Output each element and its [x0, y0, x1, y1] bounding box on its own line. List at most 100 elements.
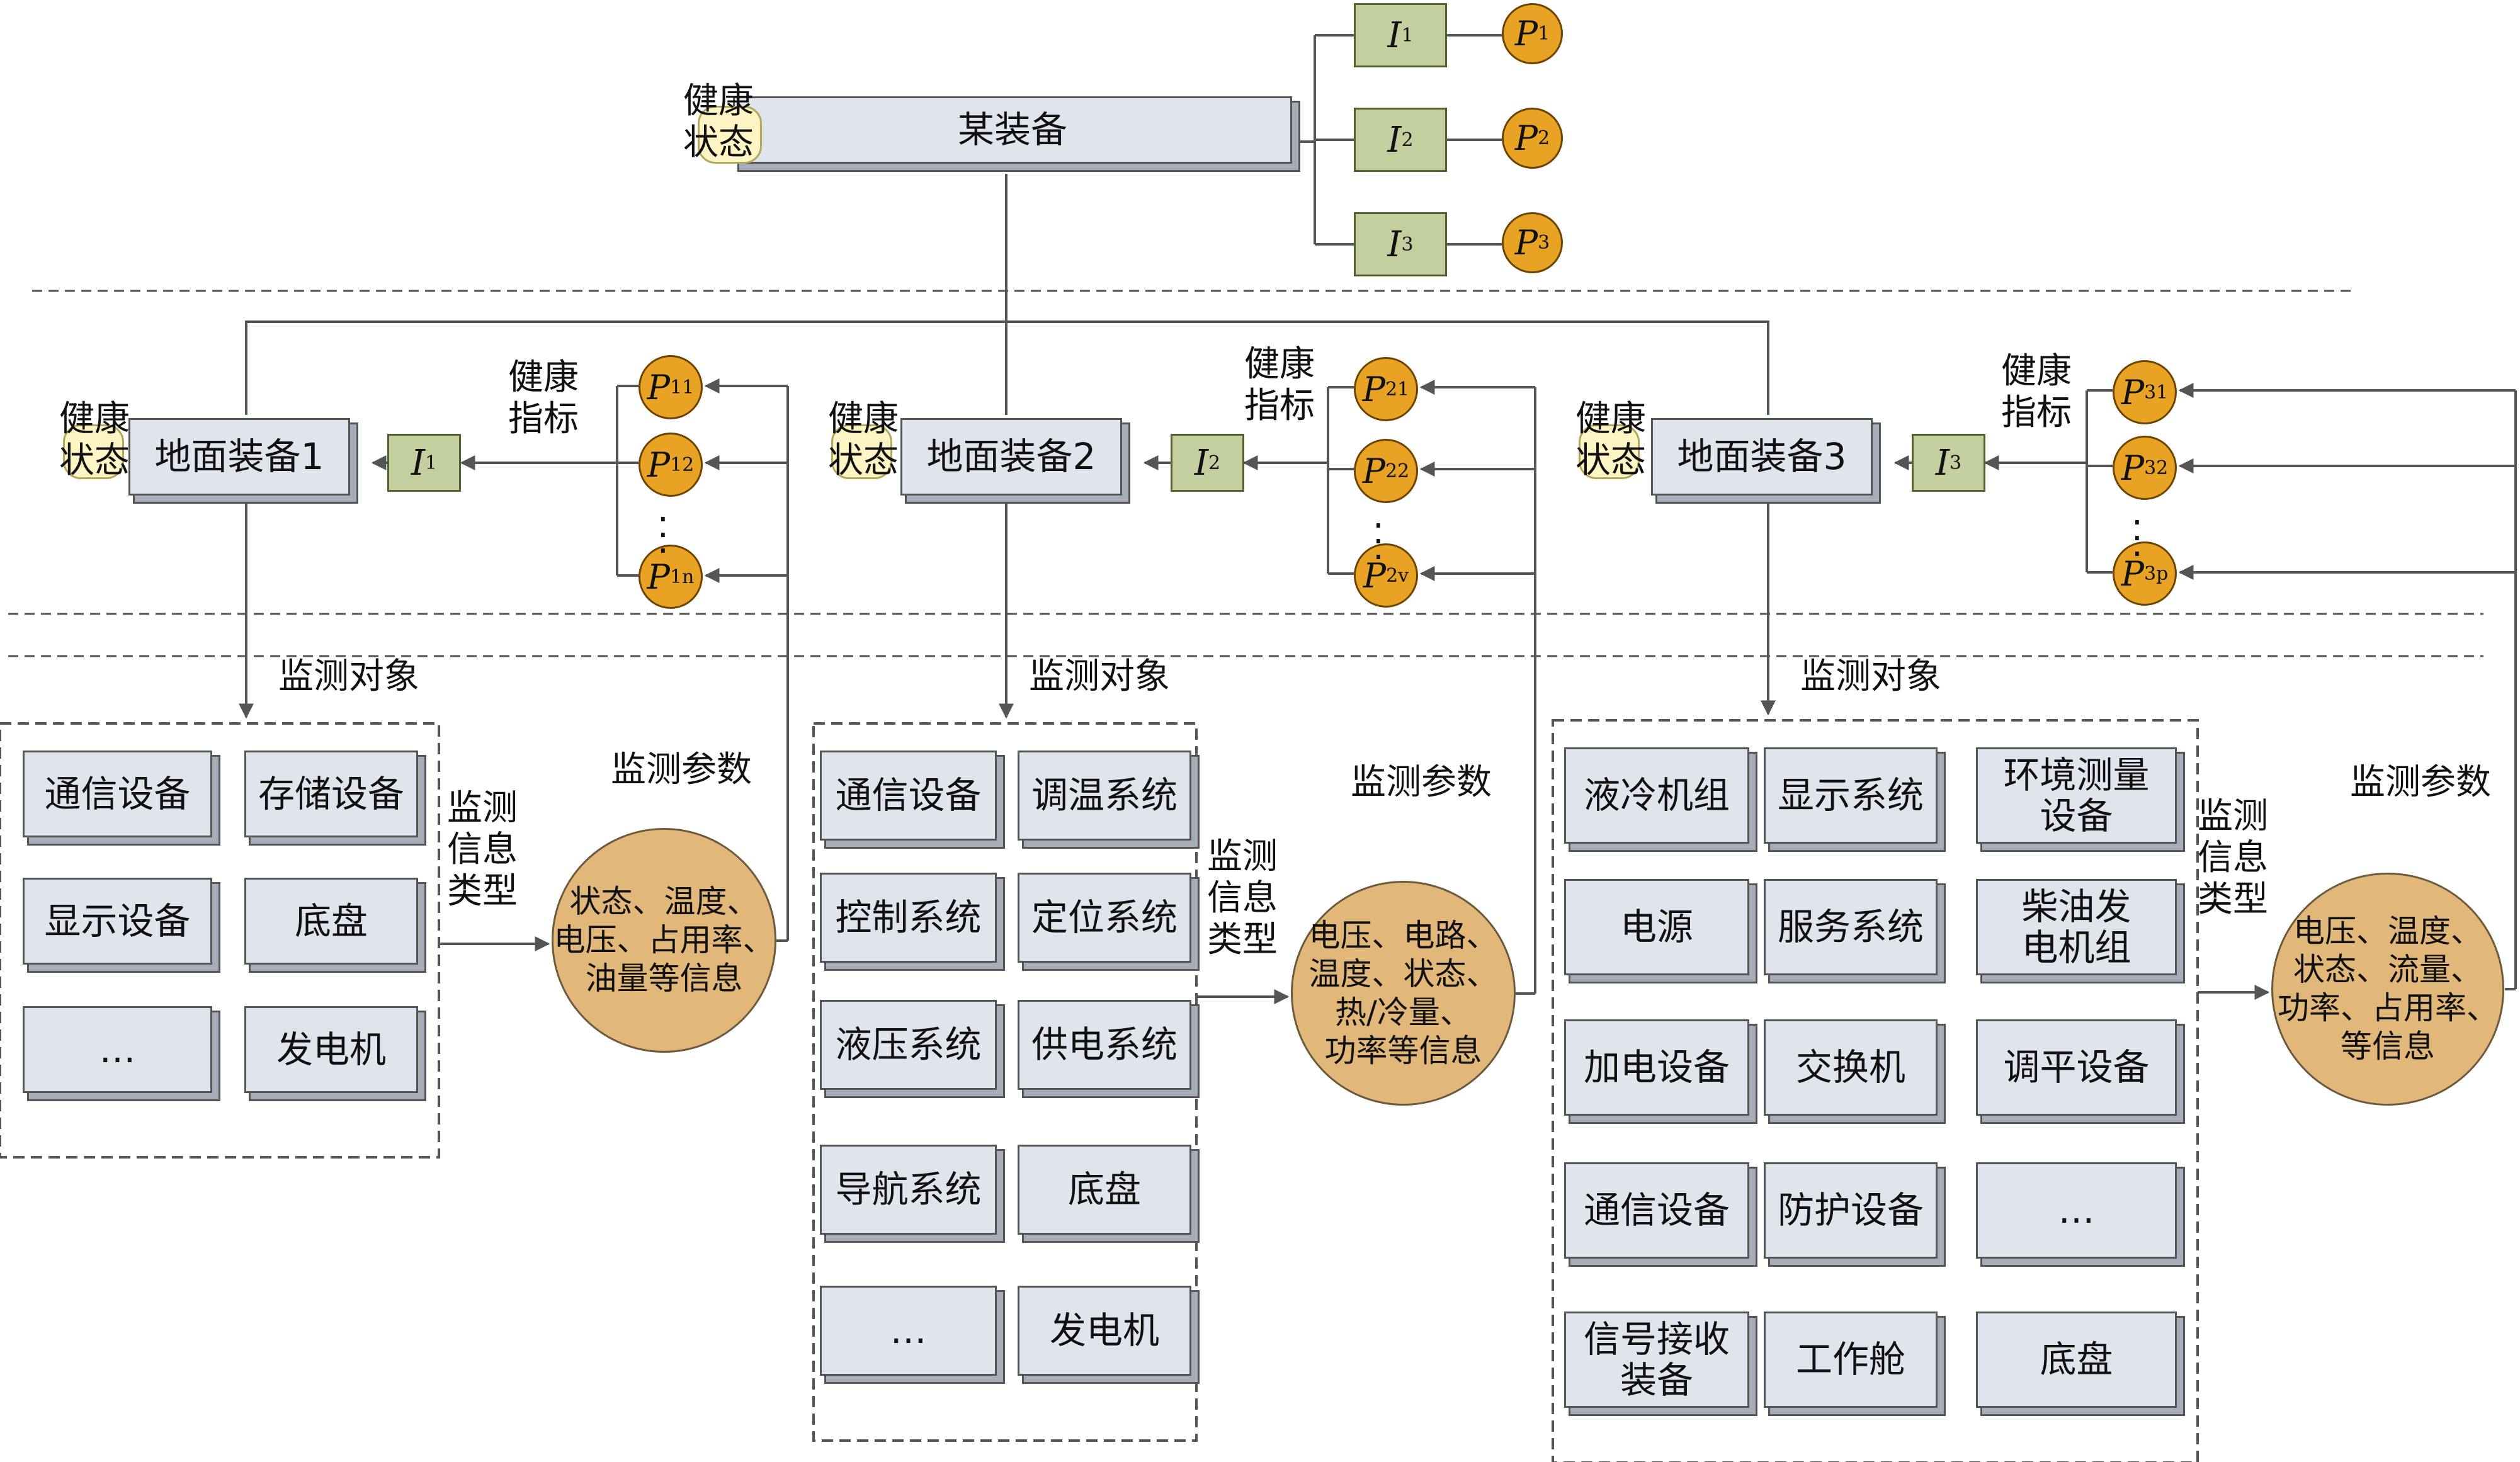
monitor-param-label-1: 监测参数	[611, 749, 752, 790]
monitor-object-1-4: 底盘	[244, 878, 418, 965]
health-state-marker	[698, 106, 762, 164]
health-indicator-label-1: 健康 指标	[508, 357, 579, 440]
ground-equipment-box-3: 地面装备3	[1651, 418, 1873, 496]
monitor-object-group-3	[1552, 719, 2199, 1462]
monitor-object-3-6: 柴油发 电机组	[1976, 879, 2177, 975]
monitor-object-2-1: 通信设备	[820, 751, 997, 841]
top-param-2-symbol: P	[1514, 118, 1538, 158]
health-state-label-2: 健康 状态	[828, 399, 899, 482]
param-2-2-symbol: P	[1362, 451, 1386, 491]
top-indicator-3-symbol: I	[1387, 224, 1402, 265]
top-param-2-subscript: 2	[1538, 127, 1550, 149]
monitor-object-2-8: 底盘	[1018, 1145, 1191, 1235]
info-type-label-2: 监测 信息 类型	[1207, 836, 1278, 961]
param-3-2-subscript: 32	[2144, 456, 2169, 479]
monitor-object-3-4: 电源	[1564, 879, 1749, 975]
param-1-1-subscript: 11	[670, 376, 695, 399]
param-3-1-subscript: 31	[2144, 381, 2169, 404]
health-indicator-label-3: 健康 指标	[2001, 351, 2072, 434]
param-3-3-subscript: 3p	[2144, 562, 2169, 585]
param-1-3-symbol: P	[647, 557, 670, 597]
monitor-object-2-4: 定位系统	[1018, 873, 1191, 963]
monitor-object-3-2: 显示系统	[1764, 747, 1938, 844]
param-1-1-symbol: P	[647, 367, 671, 407]
ground-indicator-1-subscript: 1	[425, 451, 438, 474]
monitor-object-2-2: 调温系统	[1018, 751, 1191, 841]
monitor-object-1-3: 显示设备	[23, 878, 212, 965]
monitor-object-3-12: …	[1976, 1162, 2177, 1259]
top-indicator-2-symbol: I	[1387, 119, 1402, 161]
monitor-object-group-2	[812, 722, 1198, 1442]
top-indicator-2-subscript: 2	[1401, 128, 1414, 151]
top-indicator-1-symbol: I	[1387, 14, 1402, 56]
info-type-label-3: 监测 信息 类型	[2198, 796, 2268, 921]
monitor-info-circle-1: 状态、温度、 电压、占用率、 油量等信息	[552, 828, 776, 1053]
monitor-object-1-5: …	[23, 1006, 212, 1093]
param-1-2-subscript: 12	[670, 453, 695, 476]
ground-indicator-1-symbol: I	[411, 442, 426, 484]
param-2-3-subscript: 2v	[1386, 564, 1409, 587]
health-state-marker-1	[63, 424, 124, 479]
ground-equipment-box-1: 地面装备1	[128, 418, 350, 496]
monitor-object-3-10: 通信设备	[1564, 1162, 1749, 1259]
monitor-object-3-3: 环境测量 设备	[1976, 747, 2177, 844]
ground-indicator-2-subscript: 2	[1208, 451, 1221, 474]
monitor-object-1-1: 通信设备	[23, 751, 212, 837]
param-ellipsis-2: . . .	[1373, 496, 1384, 569]
monitor-object-2-10: 发电机	[1018, 1286, 1191, 1376]
health-state-label-1: 健康 状态	[59, 399, 130, 482]
health-state-label-3: 健康 状态	[1575, 399, 1646, 482]
top-param-3-subscript: 3	[1538, 232, 1550, 254]
param-ellipsis-3: . . .	[2131, 492, 2143, 565]
top-param-1-symbol: P	[1514, 14, 1538, 54]
ground-indicator-2-symbol: I	[1194, 442, 1209, 484]
param-3-3-symbol: P	[2121, 553, 2145, 594]
param-3-2-symbol: P	[2121, 448, 2145, 488]
health-indicator-label-2: 健康 指标	[1244, 344, 1315, 427]
branch-line	[245, 320, 1769, 415]
ground-indicator-3-subscript: 3	[1950, 451, 1962, 474]
monitor-object-2-5: 液压系统	[820, 1000, 997, 1090]
top-param-1-subscript: 1	[1538, 23, 1550, 45]
monitor-object-label-3: 监测对象	[1800, 656, 1941, 697]
param-2-1-subscript: 21	[1385, 378, 1410, 400]
monitor-object-3-15: 底盘	[1976, 1312, 2177, 1408]
monitor-param-label-2: 监测参数	[1351, 762, 1492, 803]
monitor-object-3-5: 服务系统	[1764, 879, 1938, 975]
param-1-2-symbol: P	[647, 445, 671, 485]
monitor-object-label-1: 监测对象	[278, 656, 419, 697]
monitor-object-3-1: 液冷机组	[1564, 747, 1749, 844]
info-type-label-1: 监测 信息 类型	[447, 788, 518, 912]
monitor-object-1-2: 存储设备	[244, 751, 418, 837]
monitor-object-3-9: 调平设备	[1976, 1019, 2177, 1116]
monitor-object-2-7: 导航系统	[820, 1145, 997, 1235]
monitor-object-group-1	[0, 722, 440, 1159]
top-indicator-1-subscript: 1	[1401, 24, 1414, 47]
param-2-3-symbol: P	[1363, 555, 1387, 596]
monitor-param-label-3: 监测参数	[2350, 762, 2491, 803]
health-state-marker-3	[1579, 424, 1640, 479]
param-1-3-subscript: 1n	[669, 565, 695, 588]
top-param-3-symbol: P	[1514, 223, 1538, 263]
monitor-object-1-6: 发电机	[244, 1006, 418, 1093]
param-2-2-subscript: 22	[1385, 460, 1410, 482]
monitor-object-2-3: 控制系统	[820, 873, 997, 963]
param-3-1-symbol: P	[2121, 372, 2145, 412]
monitor-object-3-14: 工作舱	[1764, 1312, 1938, 1408]
equipment-box: 某装备	[733, 96, 1292, 164]
